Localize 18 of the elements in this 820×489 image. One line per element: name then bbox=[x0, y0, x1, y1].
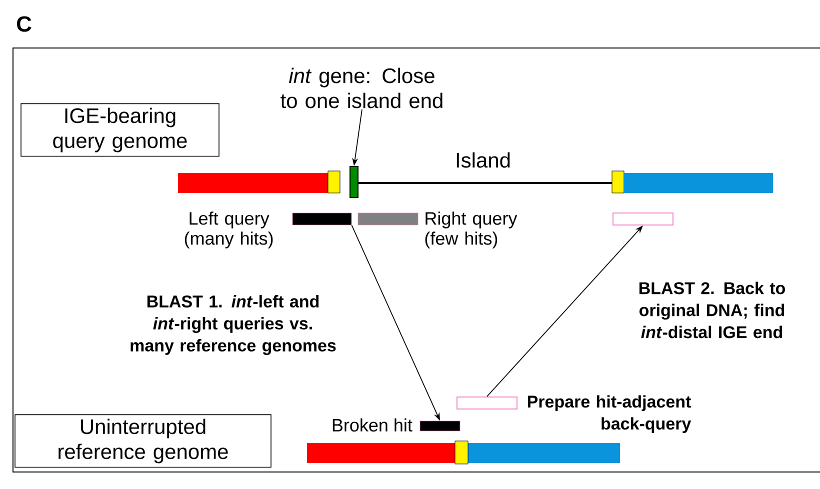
hit-bar bbox=[420, 420, 460, 432]
query-box bbox=[612, 212, 674, 226]
label-box: IGE-bearing query genome bbox=[20, 103, 220, 157]
bar-label: Right query (few hits) bbox=[425, 212, 518, 248]
arrow bbox=[486, 226, 643, 397]
edge-label: BLAST 1. int-left and int-right queries vs. many reference genomes bbox=[130, 295, 336, 355]
bar-label: Prepare hit-adjacent back-query bbox=[528, 395, 692, 434]
region-label: Island bbox=[456, 152, 510, 168]
label-box: Uninterrupted reference genome bbox=[14, 414, 272, 468]
query-bar bbox=[358, 212, 418, 226]
bar-label: Broken hit bbox=[332, 418, 412, 432]
query-bar bbox=[292, 212, 352, 226]
edge-label: BLAST 2. Back to original DNA; find int-distal IGE end bbox=[639, 282, 785, 338]
gene-marker bbox=[350, 166, 358, 198]
panel-letter: C bbox=[16, 16, 32, 32]
bar-label: Left query (many hits) bbox=[184, 212, 273, 248]
query-box bbox=[456, 396, 518, 410]
annotation-text: int gene: Close to one island end bbox=[280, 68, 442, 108]
